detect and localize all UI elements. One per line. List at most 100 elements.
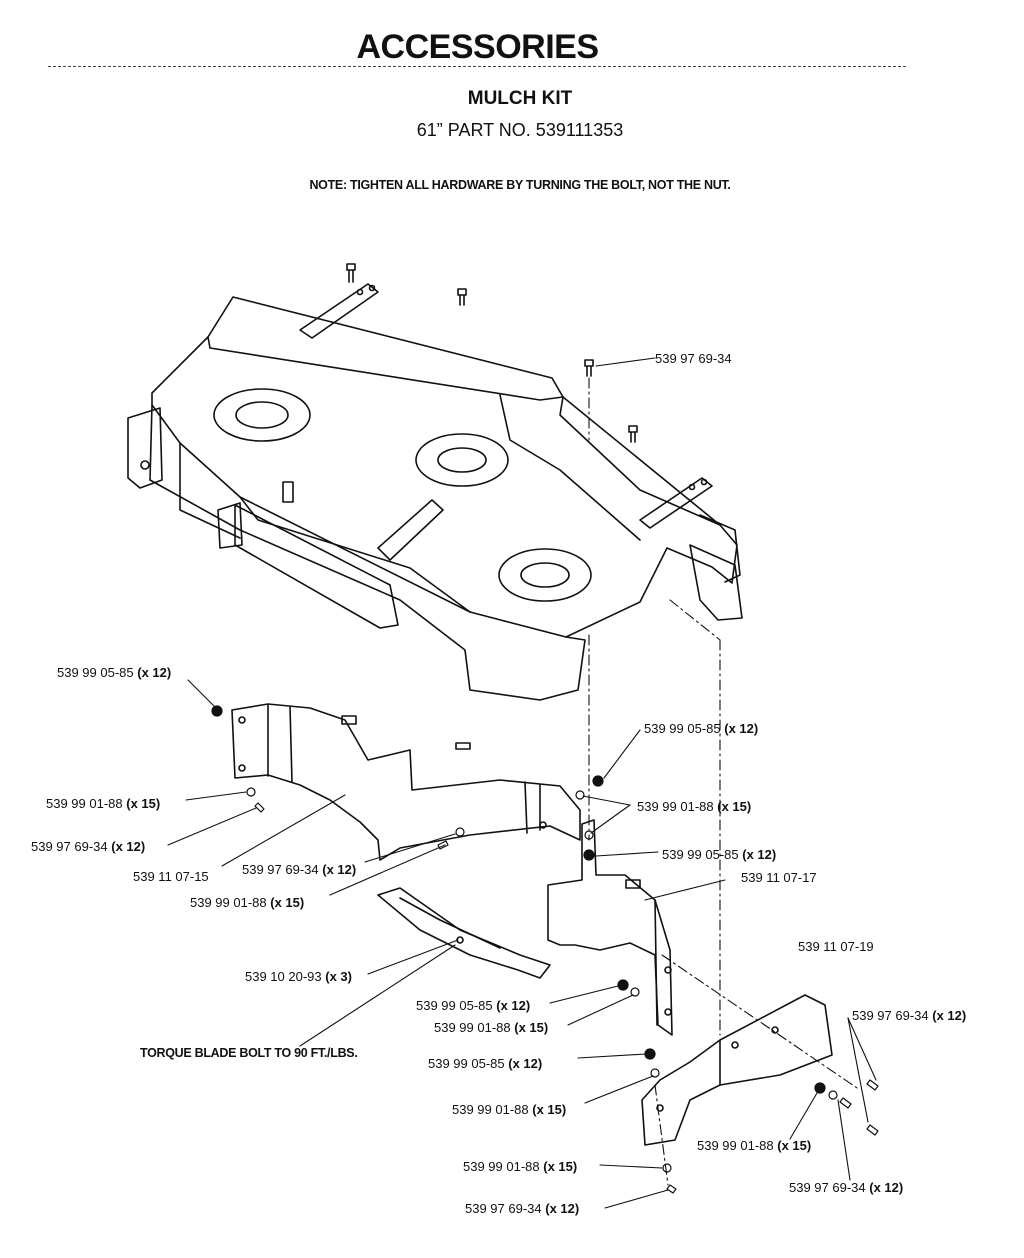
spindle-left-outer <box>213 388 311 442</box>
assembly-lines <box>588 377 861 1186</box>
mulch-baffle-07-19 <box>641 994 833 1146</box>
bolt-icon <box>839 1097 852 1109</box>
hardware <box>211 705 879 1194</box>
callout-label: 539 99 01-88 (x 15) <box>46 796 161 811</box>
left-lift-arm <box>299 283 379 339</box>
deck-right-bracket <box>689 544 743 621</box>
deck-baffle-plate <box>377 499 444 561</box>
deck-post <box>282 481 294 503</box>
bolt-icon <box>254 802 265 813</box>
hardware-note: NOTE: TIGHTEN ALL HARDWARE BY TURNING TH… <box>309 178 731 192</box>
blade-edge <box>399 897 501 949</box>
callout-label: 539 99 01-88 (x 15) <box>452 1102 567 1117</box>
left-bracket-hole <box>140 460 150 470</box>
baffle-07-15-fold-3 <box>524 781 528 834</box>
washer-icon <box>584 830 594 840</box>
washer-icon <box>662 1163 672 1173</box>
callout-label: 539 97 69-34 (x 12) <box>852 1008 967 1023</box>
washer-icon <box>650 1068 660 1078</box>
baffle-07-17-outline <box>547 819 673 1036</box>
baffle-07-15-fold-2 <box>289 706 293 783</box>
callout-label: 539 99 01-88 (x 15) <box>697 1138 812 1153</box>
callout-label: 539 99 05-85 (x 12) <box>662 847 777 862</box>
page-title: ACCESSORIES <box>356 28 600 66</box>
mower-deck <box>127 283 743 701</box>
right-arm-hole-b <box>700 478 708 486</box>
callout-label: 539 97 69-34 (x 12) <box>31 839 146 854</box>
deck-right-housing <box>699 514 741 583</box>
torque-note: TORQUE BLADE BOLT TO 90 FT./LBS. <box>140 1046 358 1060</box>
spindle-center-outer <box>415 433 509 487</box>
baffle-hole <box>539 821 547 829</box>
left-arm-hole-a <box>356 288 364 296</box>
mulch-baffle-07-17 <box>547 819 673 1036</box>
deck-rear-fascia <box>559 396 721 526</box>
nut-icon <box>583 849 595 861</box>
deck-top-outline <box>151 296 738 638</box>
callout-label: 539 97 69-34 <box>655 351 732 366</box>
baffle-07-17-fold <box>654 899 658 1026</box>
baffle-hole <box>656 1104 664 1112</box>
callout-label: 539 99 01-88 (x 15) <box>434 1020 549 1035</box>
baffle-hole <box>238 764 246 772</box>
deck-skirt <box>149 404 586 701</box>
deck-rear-fascia-2 <box>499 394 641 541</box>
leader-lines <box>167 357 877 1209</box>
callout-label: 539 99 05-85 (x 12) <box>416 998 531 1013</box>
callout-label: 539 99 01-88 (x 15) <box>637 799 752 814</box>
title-divider <box>48 66 906 67</box>
washer-icon <box>455 827 465 837</box>
callout-label: 539 97 69-34 (x 12) <box>789 1180 904 1195</box>
spindle-right-inner <box>520 562 570 588</box>
baffle-07-19-outline <box>641 994 833 1146</box>
mulch-blade <box>377 887 551 979</box>
bolt-icon <box>666 1184 677 1194</box>
callout-label: 539 97 69-34 (x 12) <box>242 862 357 877</box>
baffle-07-15-outline <box>231 703 581 861</box>
baffle-hole <box>664 1008 672 1016</box>
baffle-hole <box>771 1026 779 1034</box>
baffle-tab <box>625 879 641 889</box>
baffle-hole <box>238 716 246 724</box>
callout-label: 539 99 05-85 (x 12) <box>644 721 759 736</box>
baffle-hole <box>664 966 672 974</box>
spindle-center-inner <box>437 447 487 473</box>
washer-icon <box>630 987 640 997</box>
bolt-icon <box>346 263 356 283</box>
callout-label: 539 97 69-34 (x 12) <box>465 1201 580 1216</box>
spindle-right-outer <box>498 548 592 602</box>
front-channel <box>234 504 399 629</box>
callout-label: 539 10 20-93 (x 3) <box>245 969 352 984</box>
baffle-tab <box>341 715 357 725</box>
washer-icon <box>828 1090 838 1100</box>
spindle-left-inner <box>235 401 289 429</box>
deck-left-bracket <box>127 407 163 489</box>
deck-skirt-inner <box>179 442 241 539</box>
baffle-hole <box>731 1041 739 1049</box>
callout-label: 539 99 05-85 (x 12) <box>428 1056 543 1071</box>
deck-front-lip <box>239 496 471 613</box>
callout-label: 539 99 01-88 (x 15) <box>463 1159 578 1174</box>
deck-top-bolts <box>346 263 638 443</box>
right-arm-hole-a <box>688 483 696 491</box>
blade-outline <box>377 887 551 979</box>
washer-icon <box>246 787 256 797</box>
bolt-icon <box>628 425 638 443</box>
nut-icon <box>814 1082 826 1094</box>
nut-icon <box>211 705 223 717</box>
callout-label: 539 99 05-85 (x 12) <box>57 665 172 680</box>
callout-label: 539 99 01-88 (x 15) <box>190 895 305 910</box>
bolt-icon <box>584 359 594 377</box>
right-lift-arm <box>639 477 713 529</box>
deck-front-lip-2 <box>207 336 564 401</box>
nut-icon <box>617 979 629 991</box>
left-arm-hole-b <box>368 284 376 292</box>
bolt-icon <box>457 288 467 306</box>
mulch-baffle-07-15 <box>231 703 581 861</box>
left-channel-box <box>217 502 243 549</box>
callout-label: 539 11 07-19 <box>798 939 874 954</box>
callout-label: 539 11 07-15 <box>133 869 209 884</box>
washer-icon <box>575 790 585 800</box>
bolt-icon <box>866 1079 879 1091</box>
